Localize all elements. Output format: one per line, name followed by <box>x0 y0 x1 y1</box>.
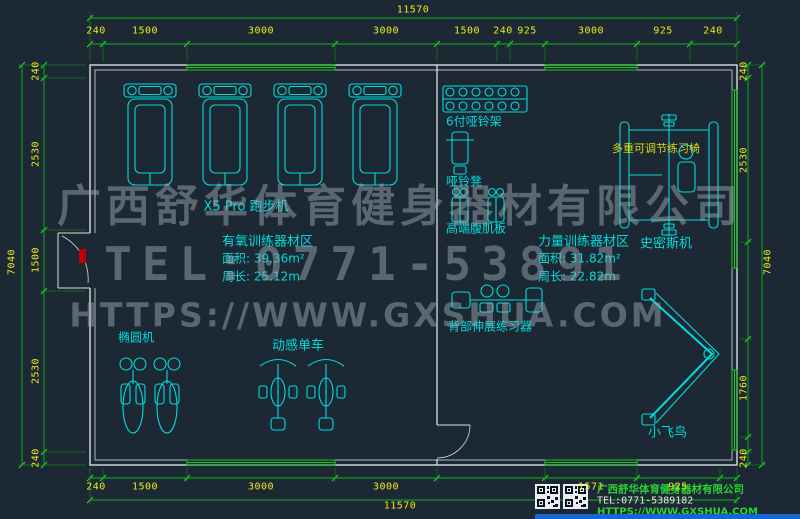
dumbbell-bench-icon <box>446 131 474 175</box>
treadmill-label: X5 Pro 跑步机 <box>203 199 289 215</box>
cable-fly-icon <box>641 288 720 426</box>
dim-label: 240 <box>703 25 723 37</box>
dimension-lines <box>21 17 763 501</box>
aerobic-area-label: 面积: 39.36m² <box>222 251 305 266</box>
smith-machine-icon <box>619 114 719 236</box>
elliptical-icons <box>119 357 181 434</box>
dumbbell-rack-icon <box>442 85 528 113</box>
footer-tel: TEL:0771-5389182 <box>597 495 694 507</box>
footer-contact-block: 广西舒华体育健身器材有限公司 TEL:0771-5389182 HTTPS://… <box>532 480 800 519</box>
dumbbell-bench-label: 哑铃凳 <box>446 174 483 189</box>
smith-machine-label: 史密斯机 <box>640 236 693 252</box>
ab-board-icons <box>451 187 505 223</box>
dim-label: 11570 <box>396 4 430 16</box>
elliptical-label: 椭圆机 <box>118 330 155 345</box>
extension-lines <box>18 12 766 504</box>
dim-label: 925 <box>517 25 537 37</box>
ab-board-label: 高端腹肌板 <box>446 221 507 236</box>
dim-label: 3000 <box>247 481 275 493</box>
entry-marker <box>79 249 86 263</box>
dim-label: 240 <box>86 481 106 493</box>
dim-label: 240 <box>30 61 42 81</box>
dim-label: 240 <box>86 25 106 37</box>
spin-bike-icons <box>258 358 346 431</box>
strength-zone-label: 力量训练器材区 <box>538 234 630 250</box>
spin-bike-label: 动感单车 <box>272 338 325 354</box>
dim-label: 3000 <box>372 481 400 493</box>
window-lines <box>186 64 738 466</box>
dim-label: 3000 <box>372 25 400 37</box>
dim-label: 1760 <box>738 374 750 402</box>
back-extension-label: 背部伸展练习器 <box>448 319 533 334</box>
dumbbell-rack-label: 6付哑铃架 <box>446 114 502 129</box>
dim-label: 925 <box>668 481 688 493</box>
dim-label: 2530 <box>30 140 42 168</box>
dim-label: 240 <box>493 25 513 37</box>
dim-label: 2530 <box>30 357 42 385</box>
aerobic-zone-label: 有氧训练器材区 <box>222 234 314 250</box>
dim-label: 925 <box>653 25 673 37</box>
dim-label: 2530 <box>738 146 750 174</box>
footer-accent-bar <box>535 514 800 519</box>
strength-area-label: 面积: 31.82m² <box>538 251 621 266</box>
strength-perimeter-label: 周长: 22.82m <box>538 269 616 284</box>
dim-label: 240 <box>738 448 750 468</box>
dim-label: 1500 <box>30 246 42 274</box>
dim-label: 1571 <box>577 481 605 493</box>
dim-label: 1500 <box>453 25 481 37</box>
back-extension-icon <box>451 284 543 313</box>
dim-label: 1500 <box>131 25 159 37</box>
adjustable-bench-label: 多重可调节练习椅 <box>612 142 700 155</box>
footer-url: HTTPS://WWW.GXSHUA.COM <box>597 506 758 518</box>
dim-label: 3000 <box>247 25 275 37</box>
dim-label: 7040 <box>6 248 18 276</box>
treadmill-icons <box>123 83 402 186</box>
dim-label: 240 <box>738 61 750 81</box>
dim-label: 7040 <box>762 248 774 276</box>
dim-label: 11570 <box>383 500 417 512</box>
aerobic-perimeter-label: 周长: 25.12m <box>222 269 300 284</box>
cable-fly-label: 小飞鸟 <box>648 425 688 441</box>
dim-label: 1500 <box>131 481 159 493</box>
footer-company: 广西舒华体育健身器材有限公司 <box>597 483 744 496</box>
dim-label: 3000 <box>577 25 605 37</box>
dim-label: 240 <box>30 448 42 468</box>
